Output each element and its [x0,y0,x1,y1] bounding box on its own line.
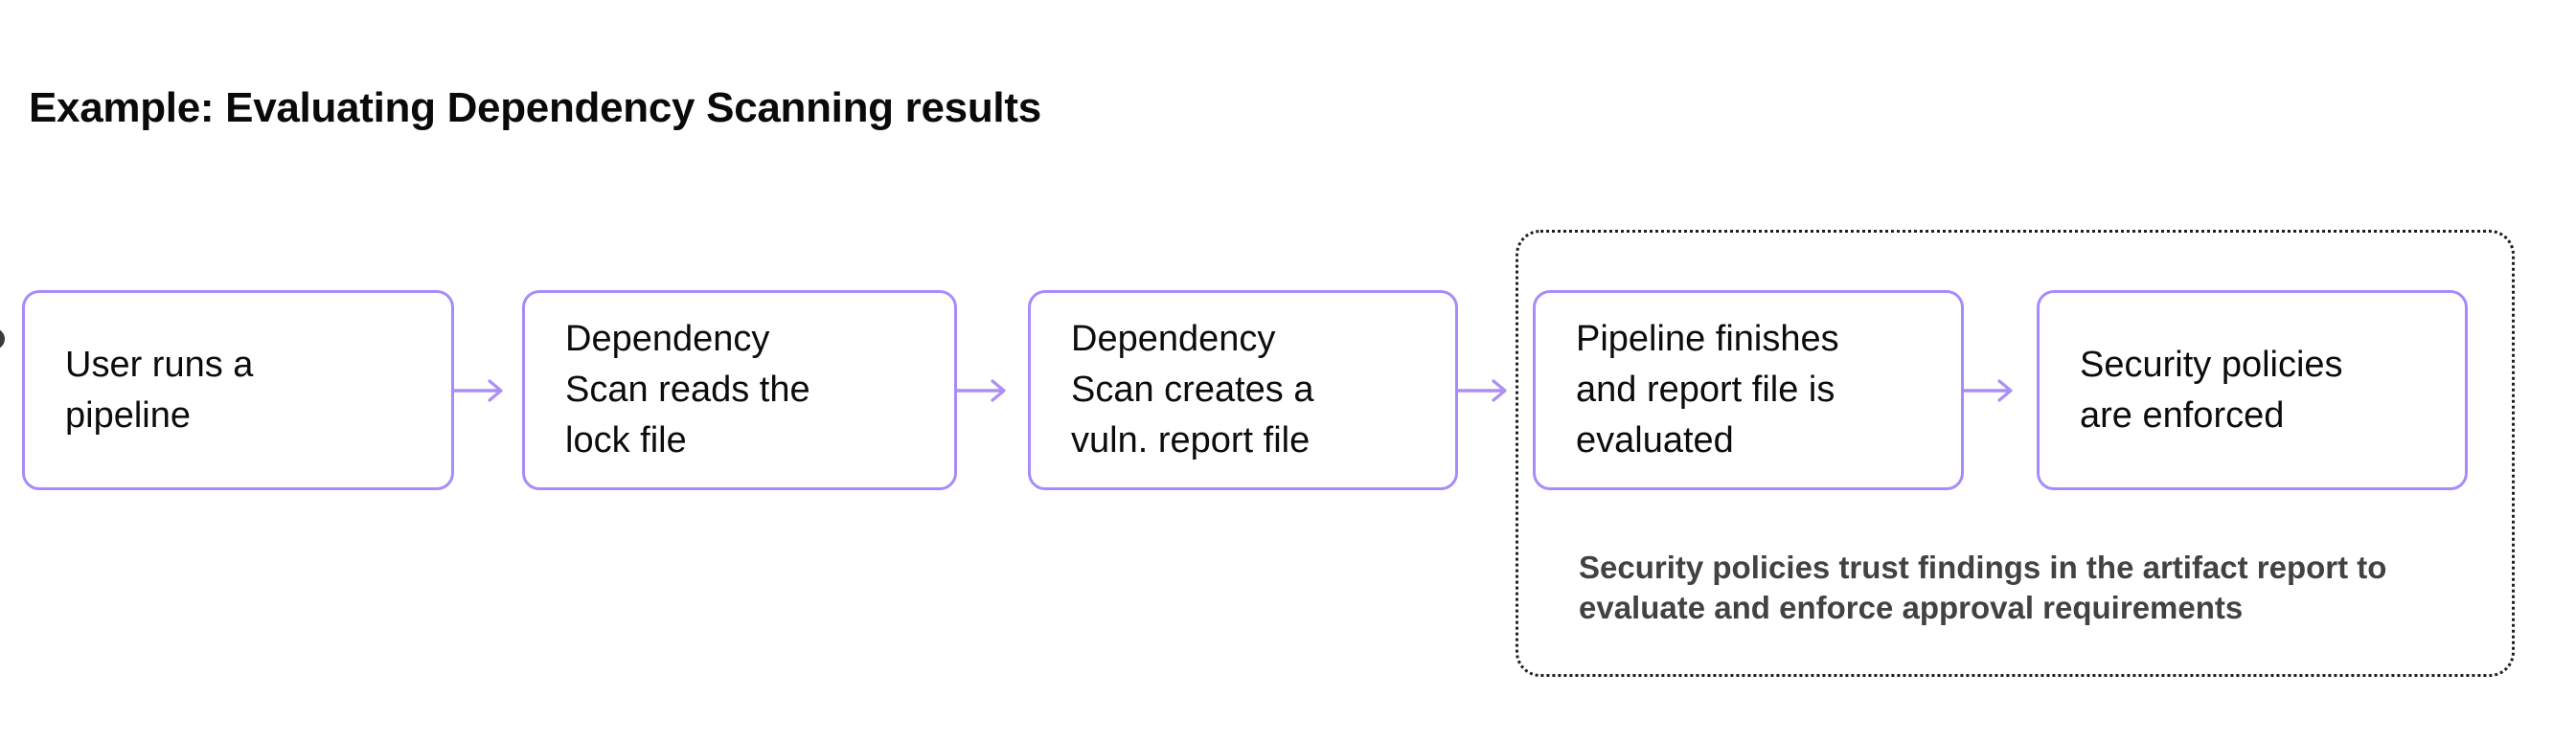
flow-arrow-1 [452,379,503,402]
policy-group-note: Security policies trust findings in the … [1579,550,2387,625]
flow-step-label: User runs a pipeline [65,344,254,436]
flow-step-label: Pipeline finishes and report file is eva… [1576,319,1839,461]
flow-step-dep-scan-reads-lockfile: Dependency Scan reads the lock file [522,290,957,490]
flow-step-label: Dependency Scan reads the lock file [565,319,810,461]
flow-arrow-4 [1962,379,2013,402]
flow-step-user-runs-pipeline: User runs a pipeline [22,290,454,490]
flow-step-label: Security policies are enforced [2080,344,2343,436]
flow-step-label: Dependency Scan creates a vuln. report f… [1071,319,1314,461]
policy-evaluation-group-outline [1516,230,2515,677]
diagram-title: Example: Evaluating Dependency Scanning … [29,84,1041,131]
flow-step-pipeline-finishes: Pipeline finishes and report file is eva… [1533,290,1964,490]
flow-arrow-3 [1456,379,1507,402]
flow-step-dep-scan-creates-report: Dependency Scan creates a vuln. report f… [1028,290,1458,490]
flow-step-policies-enforced: Security policies are enforced [2037,290,2468,490]
flow-arrow-2 [955,379,1006,402]
clipped-node-circle [0,328,5,349]
